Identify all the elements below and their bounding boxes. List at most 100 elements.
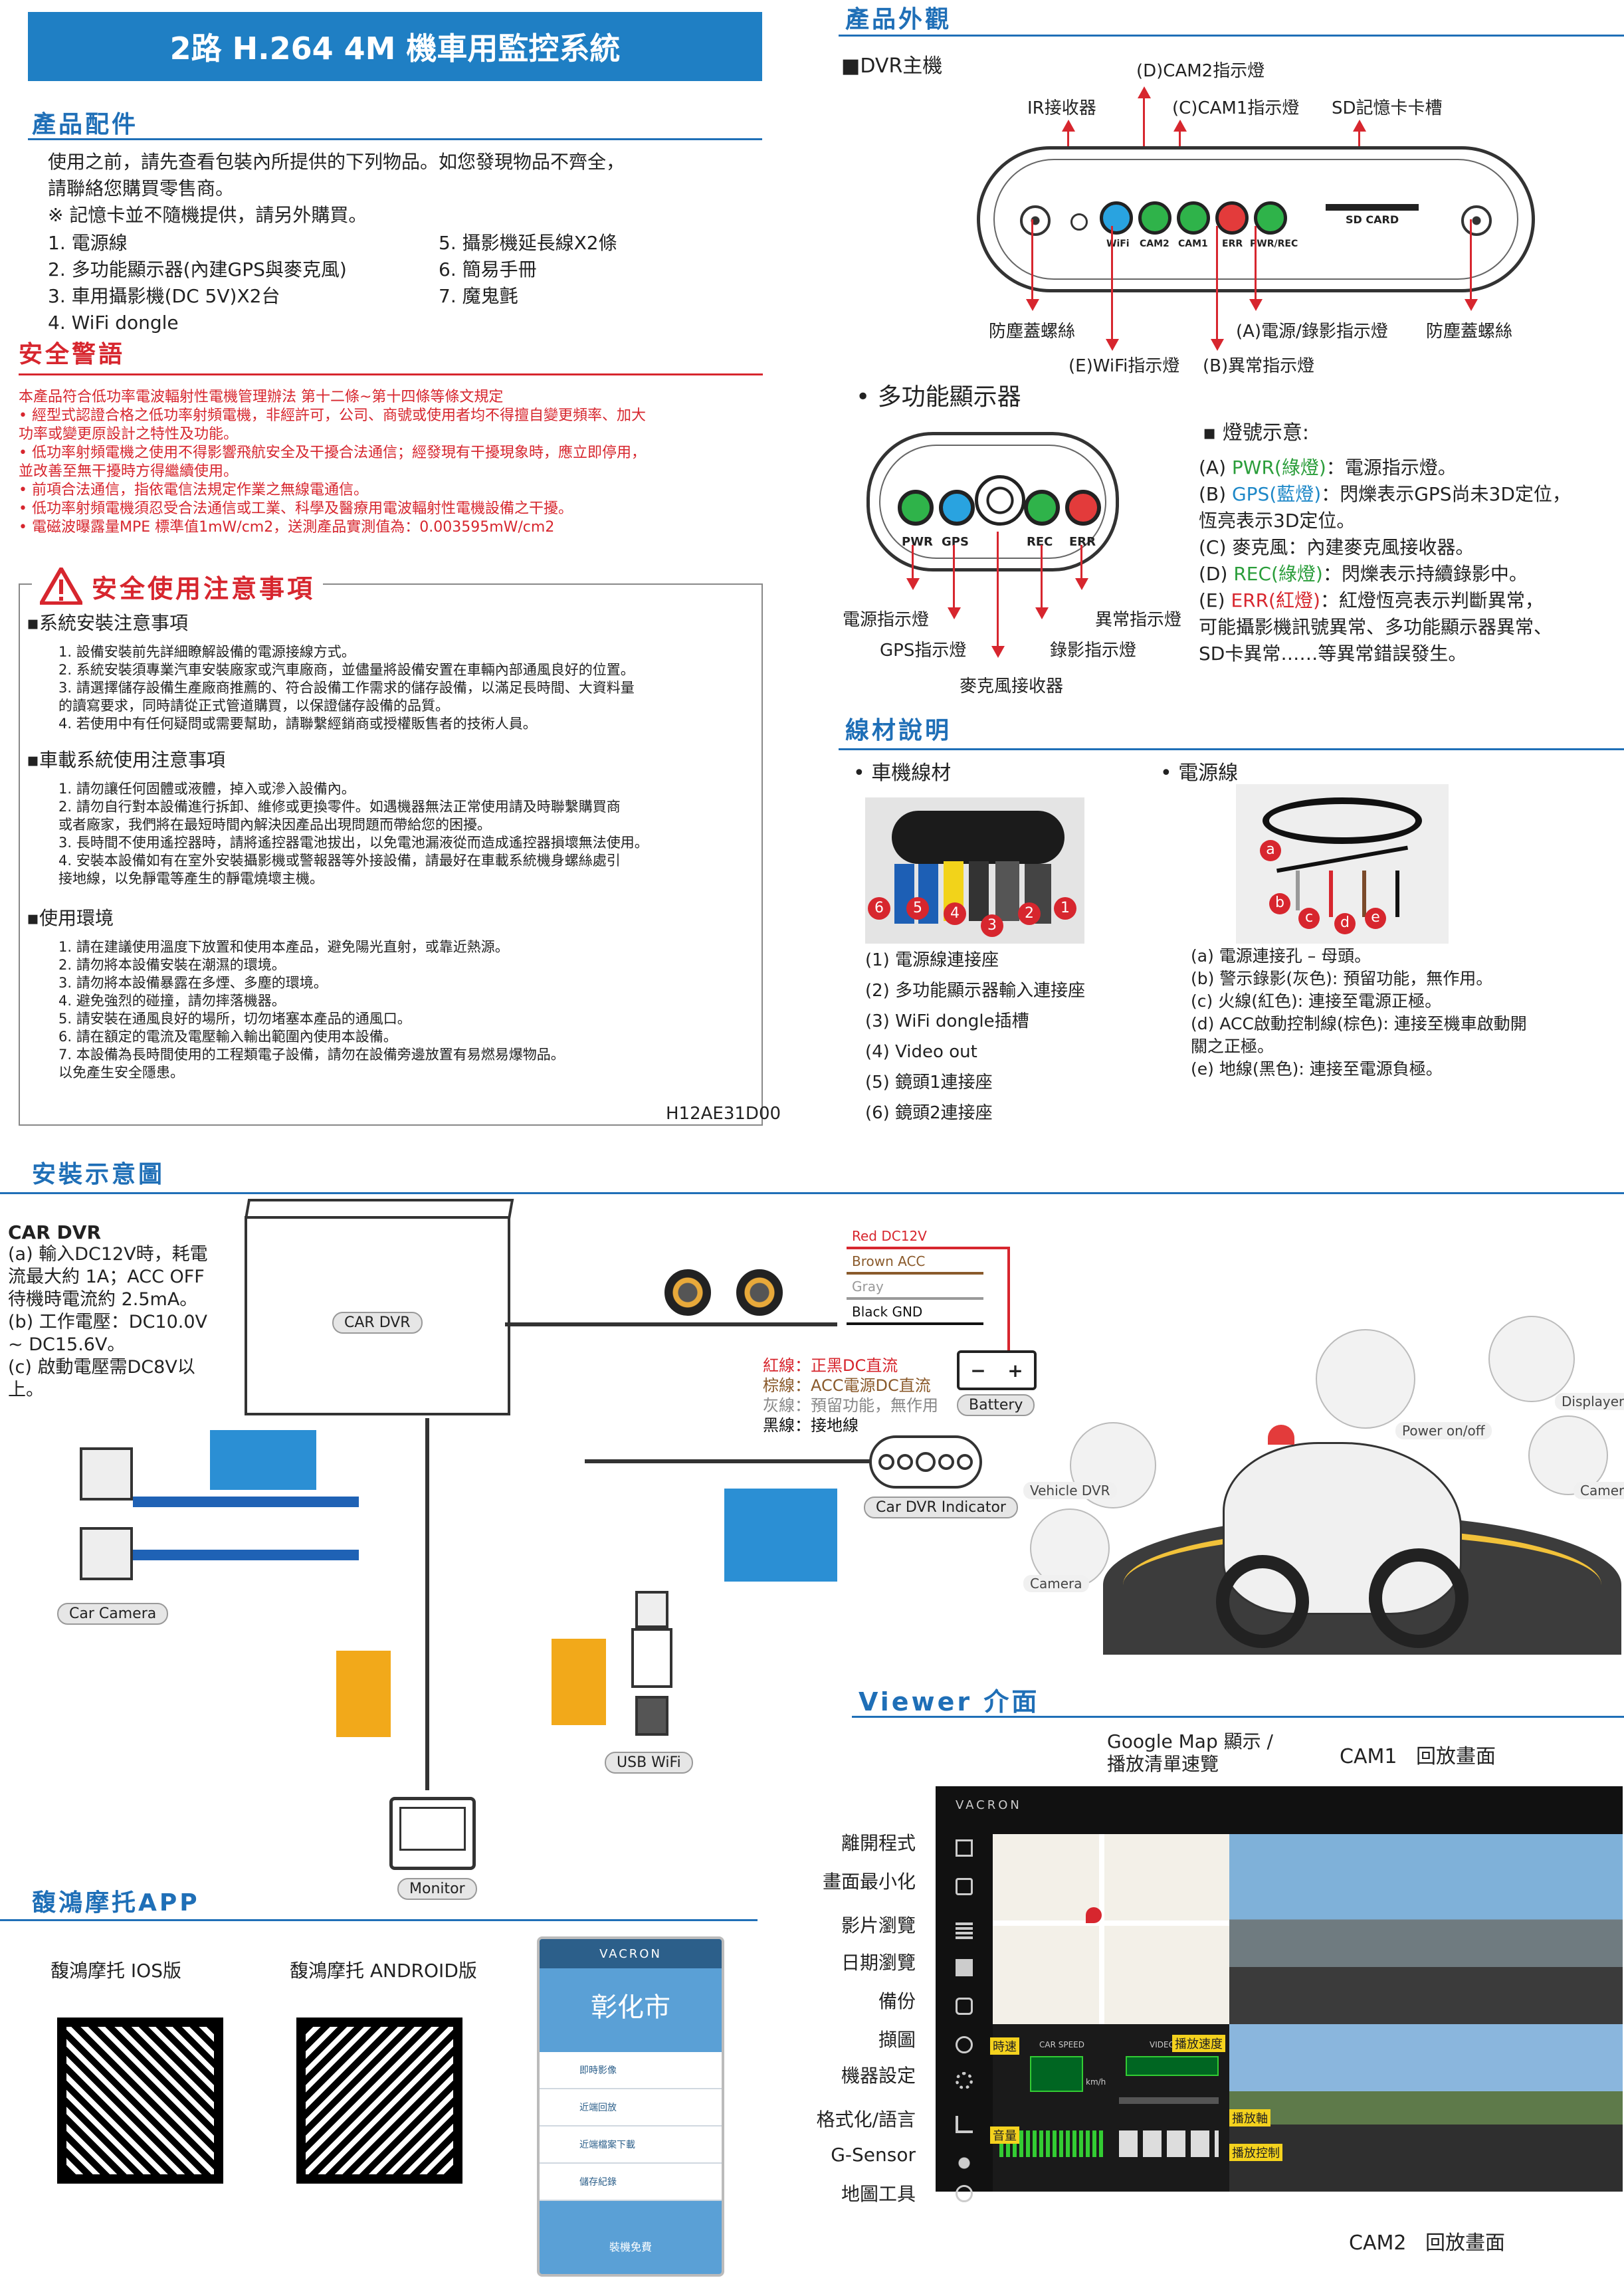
car-dvr-title: CAR DVR xyxy=(8,1221,101,1243)
gsensor-icon[interactable] xyxy=(956,2154,973,2172)
safe-use-heading: 安全使用注意事項 xyxy=(92,573,316,603)
wire-desc-brown: 棕線：ACC電源DC直流 xyxy=(763,1376,931,1395)
menu-minimize[interactable]: 畫面最小化 xyxy=(822,1871,916,1893)
cam1-video[interactable] xyxy=(1229,1834,1623,2024)
blue-connector-box-top xyxy=(210,1430,316,1490)
phone-brand: VACRON xyxy=(599,1946,662,1961)
phone-menu-item[interactable]: 儲存紀錄 xyxy=(540,2164,722,2201)
battery-illustration: −+ xyxy=(957,1350,1037,1390)
led-legend: (A) PWR(綠燈)：電源指示燈。 (B) GPS(藍燈)：閃爍表示GPS尚未… xyxy=(1199,455,1624,667)
format-icon[interactable] xyxy=(956,2116,973,2133)
led-cam1 xyxy=(1177,201,1210,235)
camera-icon[interactable] xyxy=(956,2036,973,2053)
accessories-rule xyxy=(28,138,762,140)
qr-code-ios xyxy=(57,2018,223,2184)
menu-exit[interactable]: 離開程式 xyxy=(841,1832,916,1854)
indicator-led xyxy=(897,1454,913,1470)
car-wire-item: (6) 鏡頭2連接座 xyxy=(865,1103,993,1123)
map-panel[interactable] xyxy=(993,1834,1229,2024)
appearance-heading: 產品外觀 xyxy=(845,6,952,33)
arrow-pwr xyxy=(1249,299,1263,311)
cable-main-down xyxy=(425,1418,429,1790)
safety-warning-rule xyxy=(19,373,763,375)
app-android-label: 馥鴻摩托 ANDROID版 xyxy=(290,1960,477,1982)
car-badge-1: 1 xyxy=(1054,897,1076,920)
safety-warning-heading: 安全警語 xyxy=(19,341,126,368)
gear-icon[interactable] xyxy=(956,2072,973,2089)
playback-controls[interactable] xyxy=(1119,2130,1219,2157)
line-pwr xyxy=(1255,226,1257,300)
backup-icon[interactable] xyxy=(956,1998,973,2015)
exit-icon[interactable] xyxy=(956,1839,973,1857)
viewer-top-note: Google Map 顯示 / 播放清單速覽 xyxy=(1107,1730,1273,1775)
wheel-front-icon xyxy=(1369,1548,1469,1648)
darrow-mic xyxy=(991,646,1005,658)
label-cam1: (C)CAM1指示燈 xyxy=(1172,98,1300,118)
car-wire-list: (1) 電源線連接座 (2) 多功能顯示器輸入連接座 (3) WiFi dong… xyxy=(865,945,1085,1128)
dlabel-rec: 錄影指示燈 xyxy=(1050,641,1137,661)
menu-settings[interactable]: 機器設定 xyxy=(841,2065,916,2087)
display-text-err: ERR xyxy=(1069,535,1096,549)
blue-connector-box-mid xyxy=(724,1489,837,1582)
menu-browse[interactable]: 影片瀏覽 xyxy=(841,1915,916,1936)
car-badge-5: 5 xyxy=(906,897,929,920)
video-speed-slider[interactable] xyxy=(1126,2056,1219,2076)
phone-screenshot: VACRON 彰化市 即時影像 近端回放 近端檔案下載 儲存紀錄 裝機免費 xyxy=(537,1936,724,2277)
safety-warning-text: 本產品符合低功率電波輻射性電機管理辦法 第十二條~第十四條等條文規定 • 經型式… xyxy=(19,389,646,536)
safe-use-list1: 1. 設備安裝前先詳細瞭解設備的電源接線方式。 2. 系統安裝須專業汽車安裝廠家… xyxy=(58,644,635,732)
car-wire-item: (2) 多功能顯示器輸入連接座 xyxy=(865,981,1086,1001)
menu-map-tools[interactable]: 地圖工具 xyxy=(841,2183,916,2205)
display-led-err xyxy=(1065,490,1101,526)
power-badge-e: e xyxy=(1365,908,1386,929)
car-wire-item: (5) 鏡頭1連接座 xyxy=(865,1073,993,1092)
wires-heading: 線材說明 xyxy=(845,717,952,744)
dline-rec xyxy=(1041,545,1043,609)
label-err: (B)異常指示燈 xyxy=(1203,356,1315,376)
ir-receiver-icon xyxy=(1070,213,1088,231)
dvr-box-illustration: CAR DVR xyxy=(245,1199,514,1415)
screw-right-icon xyxy=(1461,205,1492,236)
car-badge-2: 2 xyxy=(1018,902,1041,925)
power-switch-bubble xyxy=(1316,1329,1415,1429)
calendar-icon[interactable] xyxy=(956,1959,973,1976)
phone-menu-item[interactable]: 即時影像 xyxy=(540,2052,722,2089)
dlabel-err: 異常指示燈 xyxy=(1095,610,1182,630)
viewer-brand: VACRON xyxy=(956,1798,1022,1812)
wire-black xyxy=(847,1322,983,1325)
display-text-rec: REC xyxy=(1027,535,1053,549)
safe-use-list3: 1. 請在建議使用溫度下放置和使用本產品，避免陽光直射，或靠近熱源。 2. 請勿… xyxy=(58,939,565,1081)
display-text-gps: GPS xyxy=(942,535,969,549)
power-badge-b: b xyxy=(1269,893,1290,914)
phone-menu-item[interactable]: 近端回放 xyxy=(540,2089,722,2126)
cable-main-to-indicator xyxy=(585,1459,870,1463)
arrow-screw-right xyxy=(1465,299,1478,311)
wire-red xyxy=(847,1247,983,1249)
timeline-slider[interactable] xyxy=(1119,2097,1219,2104)
speed-readout xyxy=(1030,2056,1083,2092)
label-ir: IR接收器 xyxy=(1027,98,1096,118)
tag-vehicle-dvr: Vehicle DVR xyxy=(1023,1482,1117,1499)
phone-menu-item[interactable]: 近端檔案下載 xyxy=(540,2126,722,2164)
film-icon[interactable] xyxy=(956,1922,973,1939)
viewer-menu-labels: 離開程式 畫面最小化 影片瀏覽 日期瀏覽 備份 擷圖 機器設定 格式化/語言 G… xyxy=(784,1829,916,2205)
car-camera-label: Car Camera xyxy=(57,1603,169,1625)
dlabel-gps: GPS指示燈 xyxy=(880,641,967,661)
line-screw-left xyxy=(1031,219,1033,300)
dlabel-pwr: 電源指示燈 xyxy=(843,610,930,630)
wire-label-gray: Gray xyxy=(852,1279,884,1295)
wire-label-red: Red DC12V xyxy=(852,1228,927,1244)
menu-gsensor[interactable]: G-Sensor xyxy=(831,2144,916,2166)
led-line-e: (E) ERR(紅燈)：紅燈恆亮表示判斷異常， 可能攝影機訊號異常、多功能顯示器… xyxy=(1199,589,1553,665)
menu-format[interactable]: 格式化/語言 xyxy=(816,2109,916,2130)
page-title: 2路 H.264 4M 機車用監控系統 xyxy=(169,31,621,66)
indicator-illustration xyxy=(869,1435,982,1489)
menu-date[interactable]: 日期瀏覽 xyxy=(841,1952,916,1974)
power-wire-list: (a) 電源連接孔 – 母頭。 (b) 警示錄影(灰色): 預留功能，無作用。 … xyxy=(1191,946,1527,1079)
map-tool-icon[interactable] xyxy=(956,2185,973,2202)
minimize-icon[interactable] xyxy=(956,1878,973,1895)
battery-plus-icon: + xyxy=(1007,1359,1023,1382)
menu-snapshot[interactable]: 擷圖 xyxy=(878,2029,916,2051)
menu-backup[interactable]: 備份 xyxy=(878,1990,916,2012)
dline-gps xyxy=(953,545,955,609)
cam2-video[interactable] xyxy=(1229,2024,1623,2192)
